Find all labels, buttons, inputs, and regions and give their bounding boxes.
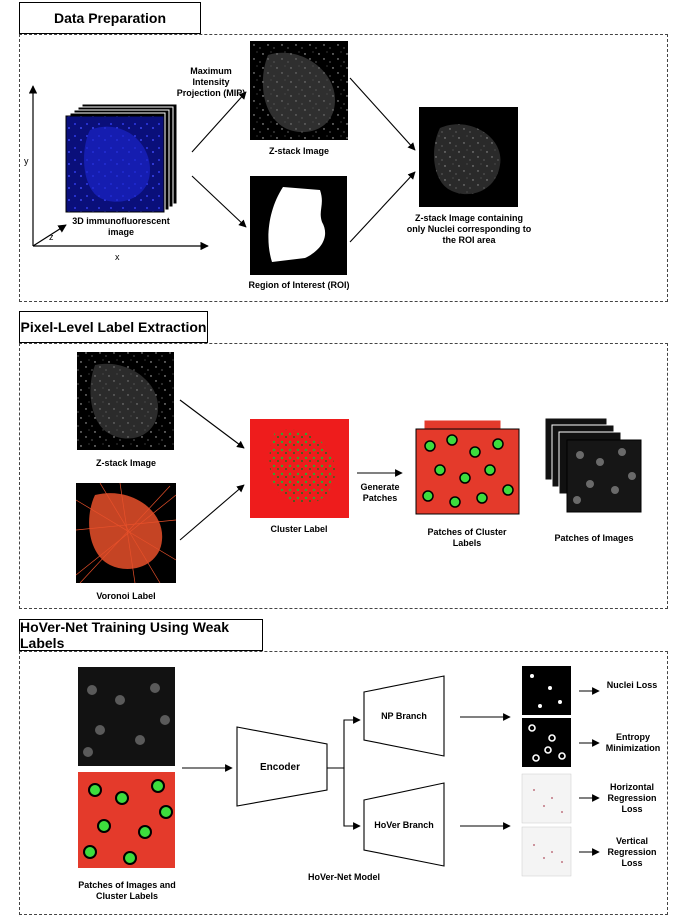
hovernet-training-section [19, 651, 668, 915]
stack-label: 3D immunofluorescent image [72, 216, 170, 237]
np-branch-label: NP Branch [381, 711, 427, 721]
axis-x-label: x [115, 252, 120, 262]
horizontal-regression-loss-label: Horizontal Regression Loss [607, 782, 657, 814]
cluster-label-patch [78, 772, 175, 868]
hovernet-training-title: HoVer-Net Training Using Weak Labels [19, 619, 263, 651]
data-preparation-section [19, 34, 668, 302]
voronoi-label-image [75, 482, 177, 584]
3d-axes [28, 85, 209, 251]
vertical-regression-loss-label: Vertical Regression Loss [607, 836, 657, 868]
patches-cluster-label: Patches of Cluster Labels [427, 527, 507, 548]
horizontal-output [521, 773, 572, 824]
immunofluorescent-stack [65, 103, 178, 214]
np-branch-block [363, 675, 445, 757]
patches-images-cluster-label: Patches of Images and Cluster Labels [78, 880, 176, 901]
zstack-image-1 [250, 41, 348, 140]
entropy-output [522, 718, 571, 767]
mip-label: Maximum Intensity Projection (MIP) [176, 66, 246, 98]
nuclei-output [522, 666, 571, 715]
axis-z-label: z [49, 232, 54, 242]
axis-y-label: y [24, 156, 29, 166]
zstack-image-2 [77, 352, 174, 450]
image-patches-stack [544, 417, 642, 513]
data-preparation-title: Data Preparation [19, 2, 201, 34]
hover-branch-label: HoVer Branch [374, 820, 434, 830]
roi-label: Region of Interest (ROI) [248, 280, 350, 290]
cluster-label-image [250, 419, 349, 518]
pixel-label-extraction-title: Pixel-Level Label Extraction [19, 311, 208, 343]
hovernet-model-label: HoVer-Net Model [307, 872, 380, 882]
hover-branch-block [363, 782, 445, 867]
cluster-label: Cluster Label [270, 524, 328, 534]
zstack-label-2: Z-stack Image [95, 458, 157, 468]
image-patch [78, 667, 175, 766]
entropy-minimization-label: Entropy Minimization [605, 732, 661, 753]
zstack-label-1: Z-stack Image [268, 146, 330, 156]
pixel-label-extraction-section [19, 343, 668, 609]
nuclei-loss-label: Nuclei Loss [606, 680, 658, 690]
patches-images-label: Patches of Images [554, 533, 634, 543]
encoder-label: Encoder [259, 762, 300, 773]
roi-image [250, 176, 347, 275]
vertical-output [521, 826, 572, 877]
result-label: Z-stack Image containing only Nuclei cor… [406, 213, 532, 245]
generate-patches-label: Generate Patches [360, 482, 400, 503]
voronoi-label: Voronoi Label [96, 591, 156, 601]
roi-nuclei-image [419, 107, 518, 207]
encoder-block [236, 726, 328, 807]
cluster-patches-stack [415, 419, 520, 515]
